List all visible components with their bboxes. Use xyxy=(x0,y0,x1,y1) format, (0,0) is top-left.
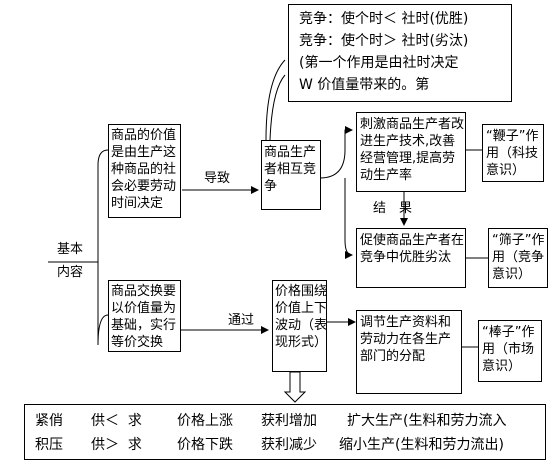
exchange-text: 商品交换要以价值量为基础，实行等价交换 xyxy=(111,284,177,350)
stick-text: “棒子”作用（市场意识） xyxy=(482,325,535,374)
stimulate-box: 刺激商品生产者改进生产技术,改善经营管理,提高劳动生产率 xyxy=(356,112,466,192)
regulate-box: 调节生产资料和劳动力在各生产部门的分配 xyxy=(356,310,462,394)
price-box: 价格围绕价值上下波动（表现形式） xyxy=(272,280,327,372)
root-label-line2: 内容 xyxy=(57,265,84,280)
row1-state: 紧俏 xyxy=(35,413,63,429)
top-note-line2: 竞争：使个时＞ 社时(劣汰) xyxy=(299,33,469,49)
top-note-line4: W 价值量带来的。第 xyxy=(299,77,430,93)
through-label: 通过 xyxy=(228,313,255,328)
value-determination-box: 商品的价值是由生产这种商品的社会必要劳动时间决定 xyxy=(108,124,181,218)
survival-box: 促使商品生产者在竞争中优胜劣汰 xyxy=(356,228,466,288)
row2-production: 缩小生产(生料和劳力流出) xyxy=(339,437,504,453)
sieve-text: “筛子”作用（竞争意识） xyxy=(492,233,545,282)
top-note-box: 竞争：使个时＜ 社时(优胜) 竞争：使个时＞ 社时(劣汰) (第一个作用是由社时… xyxy=(288,4,512,102)
row2-state: 积压 xyxy=(35,437,63,453)
exchange-box: 商品交换要以价值量为基础，实行等价交换 xyxy=(108,280,181,352)
price-text: 价格围绕价值上下波动（表现形式） xyxy=(275,284,328,350)
value-determination-text: 商品的价值是由生产这种商品的社会必要劳动时间决定 xyxy=(111,128,177,211)
stick-box: “棒子”作用（市场意识） xyxy=(478,320,542,382)
whip-box: “鞭子”作用（科技意识） xyxy=(482,124,544,182)
top-note-line3: (第一个作用是由社时决定 xyxy=(299,55,459,71)
row1-profit: 获利增加 xyxy=(261,413,317,429)
stimulate-text: 刺激商品生产者改进生产技术,改善经营管理,提高劳动生产率 xyxy=(360,117,465,183)
survival-text: 促使商品生产者在竞争中优胜劣汰 xyxy=(360,233,465,265)
regulate-text: 调节生产资料和劳动力在各生产部门的分配 xyxy=(360,315,452,364)
lead-label: 导致 xyxy=(204,171,231,186)
competition-text: 商品生产者相互竞争 xyxy=(264,145,317,194)
row1-price: 价格上涨 xyxy=(177,413,233,429)
competition-box: 商品生产者相互竞争 xyxy=(261,140,321,210)
row1-production: 扩大生产(生料和劳力流入 xyxy=(347,413,507,429)
root-label-line1: 基本 xyxy=(57,242,84,257)
sieve-box: “筛子”作用（竞争意识） xyxy=(488,228,548,288)
top-note-line1: 竞争：使个时＜ 社时(优胜) xyxy=(299,11,469,27)
row1-supply: 供＜ 求 xyxy=(91,413,142,429)
row2-supply: 供＞ 求 xyxy=(91,437,142,453)
supply-demand-box: 紧俏 供＜ 求 价格上涨 获利增加 扩大生产(生料和劳力流入 积压 供＞ 求 价… xyxy=(24,404,546,460)
whip-text: “鞭子”作用（科技意识） xyxy=(486,129,539,178)
row2-profit: 获利减少 xyxy=(261,437,317,453)
result-label: 结 果 xyxy=(373,201,413,216)
row2-price: 价格下跌 xyxy=(177,437,233,453)
